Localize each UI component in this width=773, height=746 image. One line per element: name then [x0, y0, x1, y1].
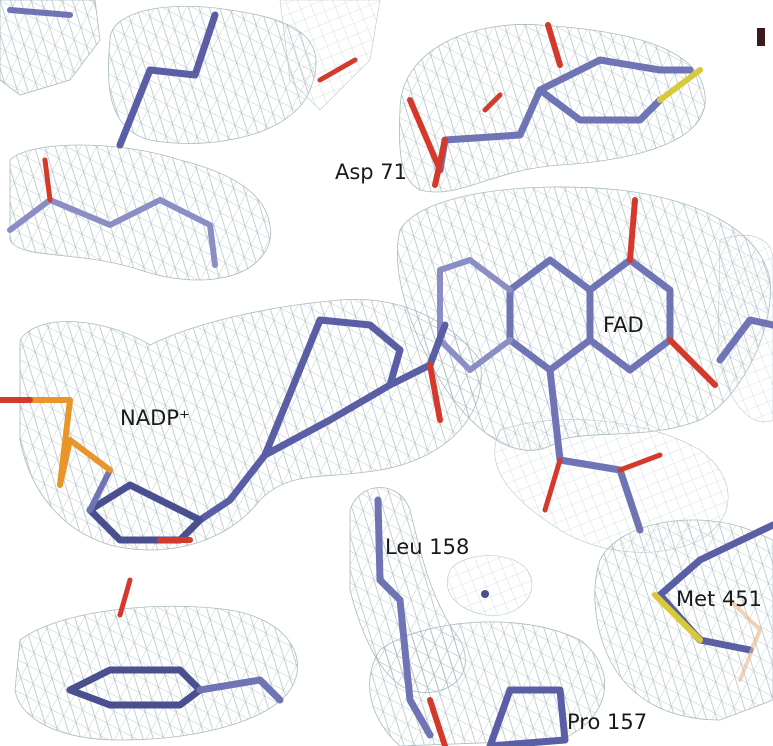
top-right-marker [757, 28, 765, 46]
stick-leu158-o [427, 697, 448, 746]
stick-top-sidechain [116, 11, 219, 149]
stick-leu158 [374, 496, 434, 739]
stick-models [0, 7, 773, 746]
stick-nadp-phosphate [7, 397, 113, 488]
density-blob-pro157 [369, 621, 605, 746]
stick-asp71-o3 [545, 22, 563, 68]
stick-asp71-carboxyl-o1 [407, 97, 443, 173]
stick-fad-ribityl-o1 [542, 457, 563, 513]
stick-asp71-o4 [482, 92, 503, 113]
stick-pro157 [486, 686, 569, 746]
density-blob-top-left [0, 0, 101, 96]
label-leu158: Leu 158 [385, 535, 470, 559]
label-met451: Met 451 [676, 587, 763, 611]
stick-top-center-oxygen [317, 57, 358, 83]
label-nadp: NADP⁺ [120, 406, 190, 430]
stick-left-chain [7, 197, 218, 268]
stick-fad-right [716, 316, 773, 364]
stick-nadp-link [196, 451, 269, 524]
stick-left-chain-o [42, 157, 53, 203]
stick-asp71-carboxyl-o2 [432, 137, 448, 188]
stick-nadp-nicotinamide [261, 316, 404, 459]
stick-fad-o2 [667, 337, 718, 388]
stick-nadp-amide-o [427, 362, 443, 423]
stick-fad-ribityl [546, 366, 644, 534]
density-blob-top-center [279, 0, 381, 111]
stick-fad-ring-c [437, 257, 513, 373]
label-asp71: Asp 71 [335, 160, 408, 184]
stick-indole-tail [196, 676, 284, 704]
stick-fad-o1 [627, 197, 638, 263]
stick-nadp-phosphate-link [87, 467, 113, 513]
stick-nadp-ribose [86, 481, 204, 544]
density-blob-water [447, 555, 533, 617]
label-fad: FAD [603, 313, 644, 337]
stick-top-left [7, 7, 73, 18]
stick-indole-o [117, 577, 133, 618]
stick-asp71-sulfur [657, 67, 703, 103]
stick-met451 [656, 521, 773, 654]
stick-fad-ribityl-o2 [617, 452, 663, 473]
water-molecule [481, 590, 489, 598]
stick-met451-sulfur [652, 592, 703, 643]
stick-met451-faded [728, 598, 762, 682]
label-pro157: Pro 157 [567, 710, 648, 734]
stick-asp71-ring [536, 86, 664, 124]
